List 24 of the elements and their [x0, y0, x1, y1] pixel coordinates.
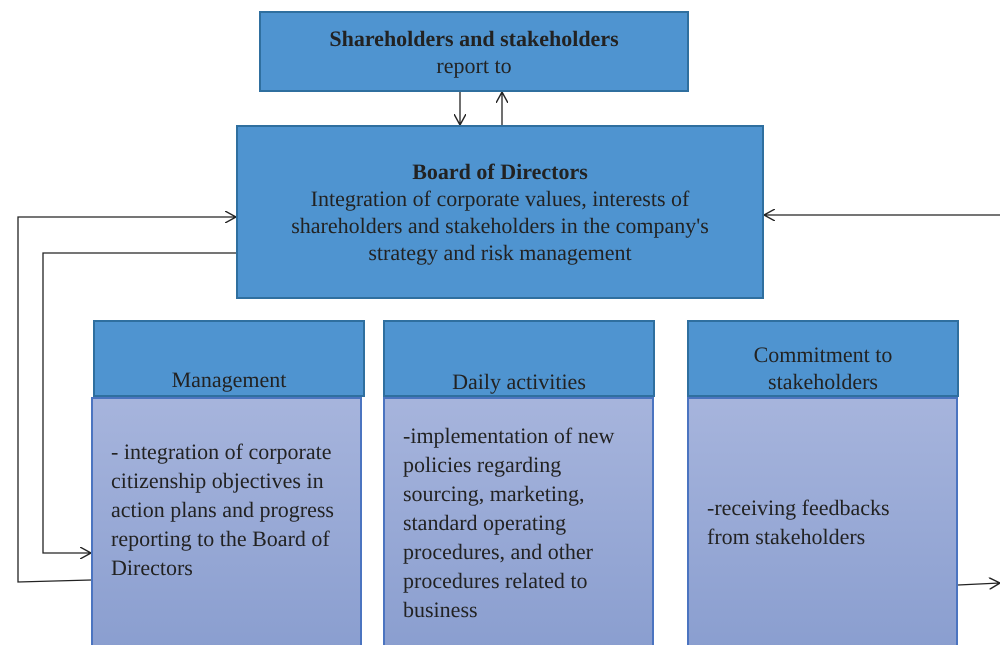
process-box	[687, 320, 959, 397]
node-text: Integration of corporate values, interests of shareholders and stakeholders in the company's strategy and risk management	[290, 185, 710, 266]
arrow	[958, 576, 1000, 590]
detail-panel	[91, 397, 362, 645]
detail-panel	[383, 397, 654, 645]
process-box	[259, 11, 689, 92]
node-text: -implementation of new policies regarding sourcing, marketing, standard operating procedures, and other procedures related to business	[403, 422, 616, 624]
node-text: Daily activities	[452, 368, 586, 395]
detail-panel	[687, 397, 958, 645]
node-text: report to	[436, 52, 512, 78]
arrow	[495, 91, 509, 125]
node-title: Shareholders and stakeholders	[329, 24, 619, 52]
arrow	[42, 252, 236, 560]
arrow	[17, 210, 237, 583]
node-text: Management	[172, 366, 286, 393]
node-title: Board of Directors	[412, 158, 588, 185]
process-box	[383, 320, 655, 397]
process-box	[236, 125, 764, 299]
arrow	[763, 208, 1000, 222]
node-text: Commitment to stakeholders	[752, 341, 894, 395]
node-text: - integration of corporate citizenship objectives in action plans and progress reporting to the Board of Directors	[111, 438, 334, 582]
process-box	[93, 320, 365, 397]
node-text: -receiving feedbacks from stakeholders	[707, 494, 891, 551]
arrow	[453, 92, 467, 126]
